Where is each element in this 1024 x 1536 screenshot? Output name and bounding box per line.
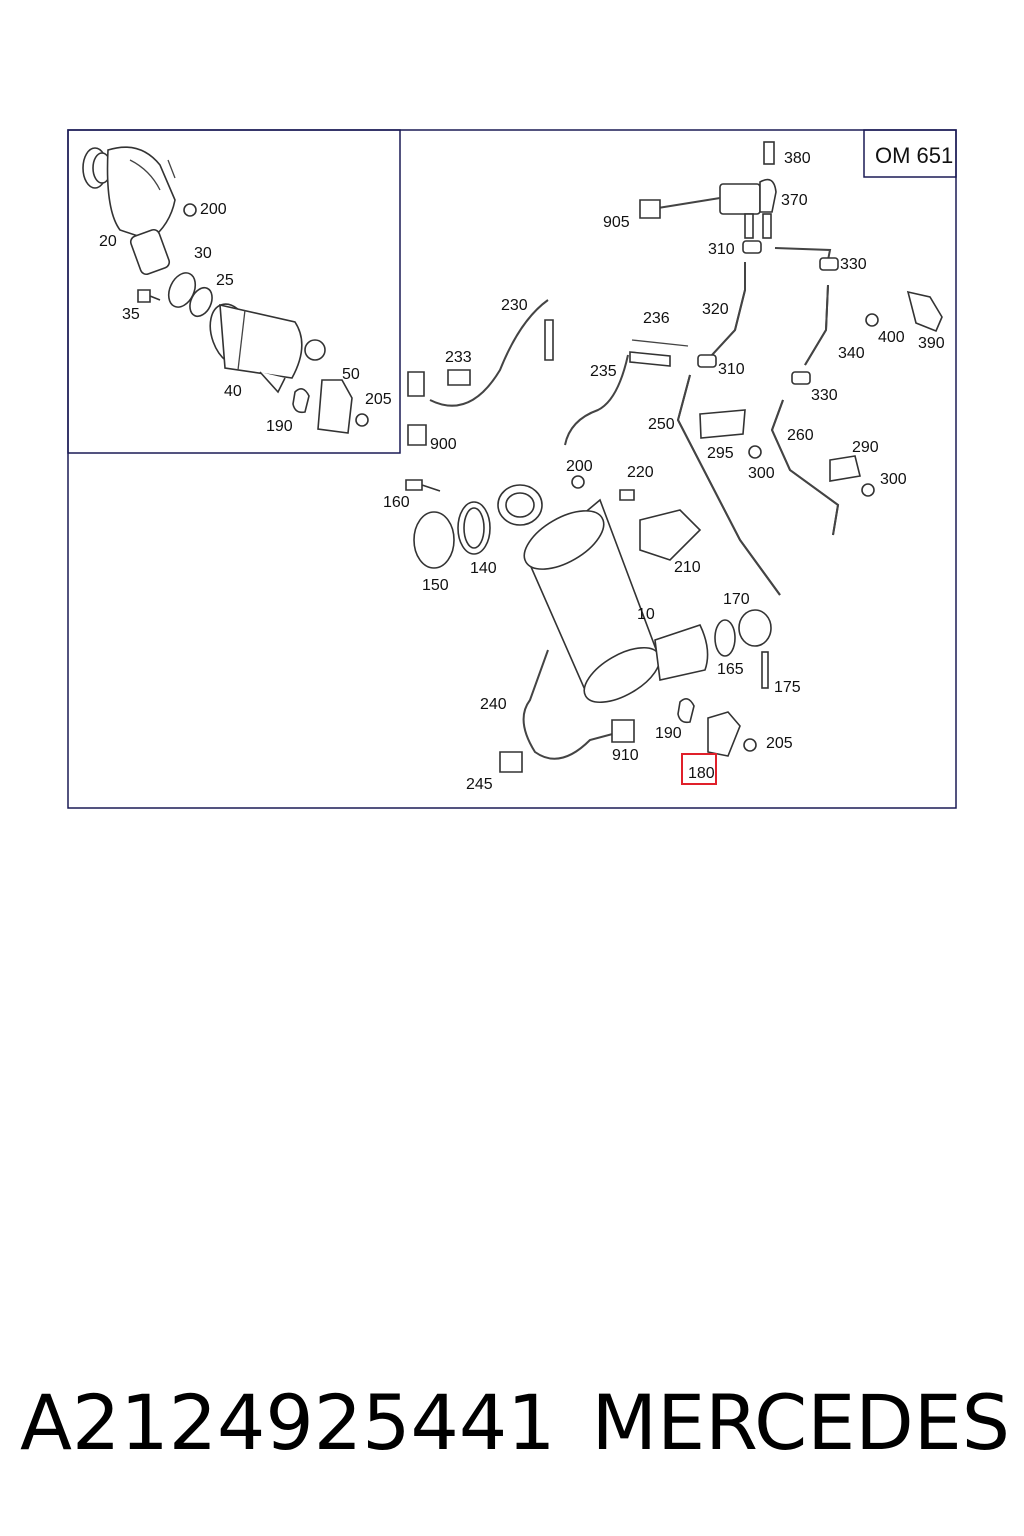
callout-905: 905 — [603, 214, 630, 231]
callout-260: 260 — [787, 427, 814, 444]
callout-910: 910 — [612, 747, 639, 764]
callout-236: 236 — [643, 310, 670, 327]
callout-210: 210 — [674, 559, 701, 576]
callout-295: 295 — [707, 445, 734, 462]
callout-320: 320 — [702, 301, 729, 318]
callout-233: 233 — [445, 349, 472, 366]
engine-label: OM 651 — [875, 143, 953, 168]
callout-340: 340 — [838, 345, 865, 362]
callout-250: 250 — [648, 416, 675, 433]
callout-165: 165 — [717, 661, 744, 678]
callout-400: 400 — [878, 329, 905, 346]
callout-310-top: 310 — [708, 241, 735, 258]
callout-35: 35 — [122, 306, 140, 323]
callout-235: 235 — [590, 363, 617, 380]
callout-245: 245 — [466, 776, 493, 793]
callout-300-right: 300 — [880, 471, 907, 488]
highlight-box[interactable] — [681, 753, 717, 785]
callout-290: 290 — [852, 439, 879, 456]
callout-205-main: 205 — [766, 735, 793, 752]
callout-205: 205 — [365, 391, 392, 408]
callout-370: 370 — [781, 192, 808, 209]
callout-240: 240 — [480, 696, 507, 713]
diagram-frame — [67, 129, 957, 809]
callout-200: 200 — [200, 201, 227, 218]
callout-140: 140 — [470, 560, 497, 577]
pressure-hoses — [676, 240, 840, 596]
brand-name: MERCEDES — [591, 1377, 1010, 1467]
engine-label-box — [863, 129, 957, 178]
callout-900: 900 — [430, 436, 457, 453]
callout-230: 230 — [501, 297, 528, 314]
callout-175: 175 — [774, 679, 801, 696]
callout-200-main: 200 — [566, 458, 593, 475]
lower-brackets — [677, 698, 757, 757]
callout-160: 160 — [383, 494, 410, 511]
callout-170: 170 — [723, 591, 750, 608]
callout-20: 20 — [99, 233, 117, 250]
callout-390: 390 — [918, 335, 945, 352]
callout-190-main: 190 — [655, 725, 682, 742]
footer-caption: A2124925441 MERCEDES — [20, 1372, 1010, 1472]
callout-10: 10 — [637, 606, 655, 623]
brackets-right — [699, 290, 943, 497]
callout-330-top: 330 — [840, 256, 867, 273]
callout-300-left: 300 — [748, 465, 775, 482]
callout-50: 50 — [342, 366, 360, 383]
inset-turbo-assembly — [82, 146, 176, 276]
callout-330-mid: 330 — [811, 387, 838, 404]
clamps-and-rings — [405, 475, 772, 689]
particulate-filter — [497, 484, 709, 704]
callout-25: 25 — [216, 272, 234, 289]
part-number: A2124925441 — [20, 1377, 556, 1467]
callout-380: 380 — [784, 150, 811, 167]
inset-small-parts — [137, 203, 369, 434]
callout-220: 220 — [627, 464, 654, 481]
callout-150: 150 — [422, 577, 449, 594]
callout-30: 30 — [194, 245, 212, 262]
callout-310-mid: 310 — [718, 361, 745, 378]
inset-flange-ring — [167, 272, 213, 318]
callout-190: 190 — [266, 418, 293, 435]
inset-catalytic-converter — [209, 303, 326, 394]
inset-frame — [67, 129, 401, 454]
callout-40: 40 — [224, 383, 242, 400]
callout-180-highlighted[interactable]: 180 — [688, 765, 715, 782]
pressure-sensor — [639, 141, 777, 239]
sensor-cables — [407, 299, 689, 773]
